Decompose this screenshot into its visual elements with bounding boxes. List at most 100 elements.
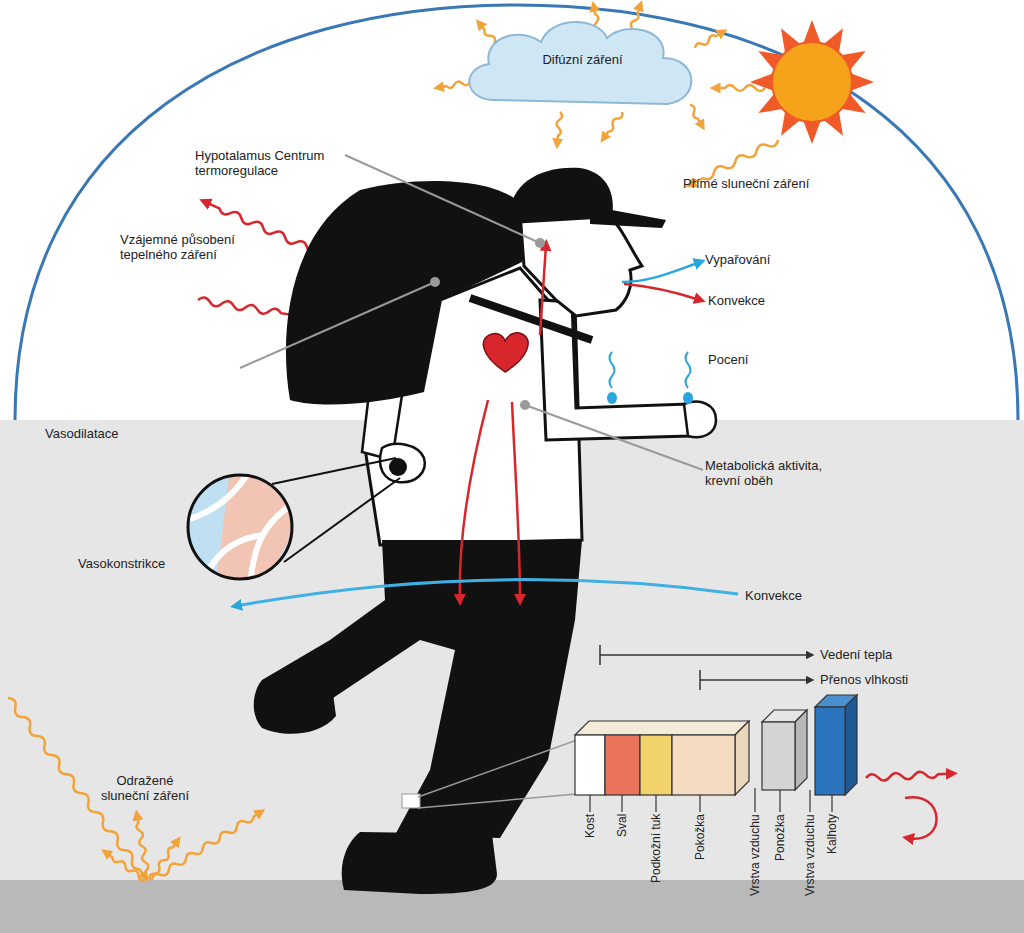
vessel-band	[215, 470, 300, 590]
layer-tick	[809, 790, 810, 812]
radiation-wave	[866, 770, 952, 781]
block-top	[575, 721, 749, 735]
sun-ray	[750, 73, 774, 91]
radiation-wave	[715, 85, 765, 91]
leader-dot	[520, 400, 530, 410]
leader-lines	[240, 155, 703, 470]
leader-line	[345, 155, 540, 243]
tissue-block	[575, 695, 857, 795]
front-shoe	[342, 832, 497, 894]
layer-label: Ponožka	[772, 814, 788, 932]
layer-fat	[640, 735, 672, 795]
sun	[750, 20, 874, 144]
annotation-label: Vasokonstrikce	[78, 556, 165, 571]
lens-target	[389, 458, 407, 476]
skin-patch	[402, 794, 420, 808]
sun-ray	[803, 20, 821, 44]
radiation-wave	[438, 80, 470, 90]
annotation-label: Pocení	[708, 352, 748, 367]
dome	[15, 5, 1018, 420]
leader-line	[240, 282, 435, 368]
annotation-label: Vypařování	[705, 252, 770, 267]
radiation-wave	[630, 5, 643, 29]
sun-disc	[772, 42, 852, 122]
annotation-label: Přímé sluneční záření	[683, 176, 809, 191]
layer-tick	[589, 795, 590, 812]
layer-tick	[621, 795, 622, 812]
sweat-drop	[607, 392, 617, 404]
return-arrow	[905, 797, 937, 838]
bracket-arrow	[600, 654, 810, 656]
layer-ticks	[590, 788, 832, 812]
layer-tick	[655, 795, 656, 812]
front-fist	[684, 402, 716, 437]
blood-flow	[460, 245, 546, 600]
lens-connector	[272, 458, 400, 562]
leader-dot	[535, 238, 545, 248]
block-pointer	[418, 740, 577, 797]
leader-dot	[430, 277, 440, 287]
layer-trousers	[815, 707, 845, 795]
convection-arrow	[236, 580, 738, 606]
heart	[483, 333, 528, 372]
vessel-lens	[186, 470, 300, 590]
evaporation-arrow	[622, 262, 700, 282]
annotation-label: Metabolická aktivita, krevní oběh	[705, 458, 855, 488]
layer-bone	[575, 735, 605, 795]
annotation-label: Vedení tepla	[820, 647, 892, 662]
annotation-label: Vasodilatace	[45, 426, 118, 441]
sweat	[610, 352, 691, 388]
cap-brim	[590, 206, 666, 228]
layer-label: Kost	[582, 814, 598, 932]
blood-flow-arrow	[460, 400, 488, 600]
layer-label: Sval	[614, 814, 630, 932]
radiation-wave	[134, 815, 150, 879]
blood-flow-arrow	[512, 402, 520, 600]
layer-tick	[754, 788, 755, 812]
sun-ray	[803, 120, 821, 144]
annotation-label: Hypotalamus Centrum termoregulace	[195, 148, 335, 178]
radiation-wave	[602, 111, 624, 140]
cloud-node: Difúzní záření	[455, 12, 705, 117]
layer-tick	[779, 790, 780, 812]
radiation-wave	[104, 850, 146, 882]
layer-tick	[831, 795, 832, 812]
radiation-wave	[555, 112, 563, 144]
sweat-drop	[683, 392, 693, 404]
vessel-lines	[186, 470, 300, 590]
annotation-label: Přenos vlhkosti	[820, 672, 908, 687]
node-text: Difúzní záření	[520, 52, 645, 67]
back-fist	[380, 444, 425, 482]
block-pointer	[418, 794, 577, 808]
layer-muscle	[605, 735, 640, 795]
head	[520, 212, 642, 316]
floor	[0, 880, 1024, 933]
radiation-wave	[150, 810, 262, 883]
cloud-shape	[469, 22, 691, 104]
layer-label: Podkožní tuk	[648, 814, 664, 932]
block-side	[735, 721, 749, 795]
layer-label: Kalhoty	[824, 814, 840, 932]
annotation-label: Konvekce	[745, 588, 802, 603]
radiation-wave	[688, 104, 704, 127]
annotation-label: Konvekce	[708, 293, 765, 308]
block-side	[845, 695, 857, 795]
bracket-arrow	[700, 679, 810, 681]
annotation-label: Odražené sluneční záření	[95, 773, 195, 803]
layer-tick	[699, 795, 700, 812]
sweat-line	[686, 352, 691, 388]
layer-label: Vrstva vzduchu	[802, 814, 818, 932]
backpack	[286, 181, 522, 405]
layer-label: Vrstva vzduchu	[747, 814, 763, 932]
radiation-wave	[197, 297, 295, 319]
leader-line	[525, 405, 703, 470]
sun-ray	[850, 73, 874, 91]
backpack-strap	[470, 298, 592, 340]
layer-skin	[672, 735, 735, 795]
convection-arrow	[624, 284, 700, 300]
blood-flow-arrow	[540, 245, 546, 335]
transfer-brackets	[600, 645, 810, 690]
block-side	[795, 710, 807, 790]
